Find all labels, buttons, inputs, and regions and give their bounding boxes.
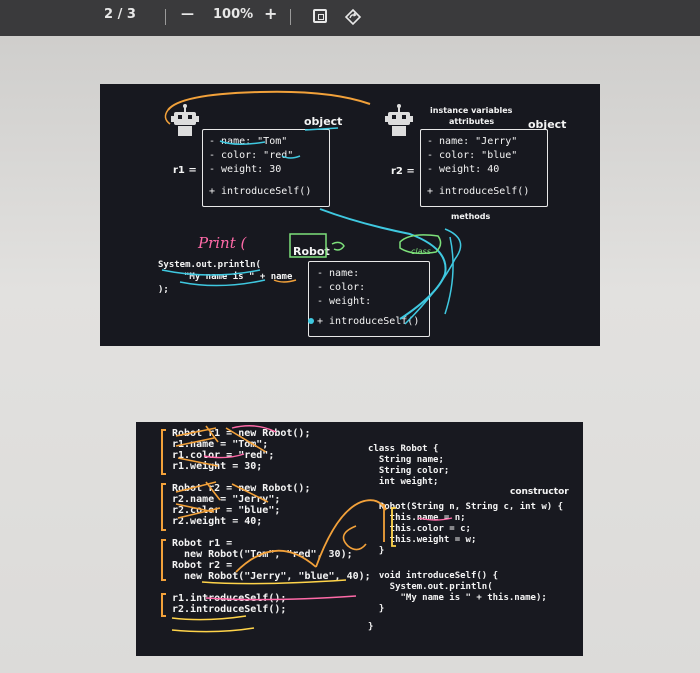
r2-label: r2 =	[391, 166, 415, 177]
code-line: int weight;	[368, 477, 439, 487]
code-line: "My name is " + this.name);	[368, 593, 547, 603]
robot-icon	[171, 104, 199, 136]
constructor-label: constructor	[510, 487, 569, 497]
r2-field-weight: - weight: 40	[427, 164, 500, 175]
fit-page-icon[interactable]	[313, 9, 327, 23]
code-line: void introduceSelf() {	[368, 571, 499, 581]
slide-code-comparison: Robot r1 = new Robot(); r1.name = "Tom";…	[136, 422, 583, 656]
r1-field-name: - name: "Tom"	[209, 136, 288, 147]
robot-class-box: - name: - color: - weight: + introduceSe…	[308, 261, 430, 337]
code-line: r2.weight = 40;	[172, 516, 263, 527]
r2-field-color: - color: "blue"	[427, 150, 518, 161]
instance-variables-label: instance variables	[430, 106, 513, 115]
zoom-out-button[interactable]: —	[181, 7, 194, 22]
r2-field-name: - name: "Jerry"	[427, 136, 518, 147]
code-line: r2.name = "Jerry";	[172, 494, 281, 505]
slide-object-diagram: object r1 = - name: "Tom" - color: "red"…	[100, 84, 600, 346]
r1-object-box: - name: "Tom" - color: "red" - weight: 3…	[202, 129, 330, 207]
code-line: String color;	[368, 466, 450, 476]
code-line: r1.name = "Tom";	[172, 439, 269, 450]
class-field-color: - color:	[317, 282, 366, 293]
println-close: );	[158, 285, 169, 295]
page-indicator[interactable]: 2 / 3	[104, 7, 136, 22]
code-line: }	[368, 604, 385, 614]
rotate-icon[interactable]	[344, 8, 362, 26]
r2-object-box: - name: "Jerry" - color: "blue" - weight…	[420, 129, 548, 207]
methods-label: methods	[451, 212, 491, 221]
r1-label: r1 =	[173, 165, 197, 176]
robot-icon	[385, 104, 413, 136]
class-method: + introduceSelf()	[317, 316, 420, 327]
code-line: r1.introduceSelf();	[172, 593, 287, 604]
code-line: Robot(String n, String c, int w) {	[368, 502, 564, 512]
println-call: System.out.println(	[158, 260, 261, 270]
code-line: r1.color = "red";	[172, 450, 275, 461]
code-line: r2.color = "blue";	[172, 505, 281, 516]
code-line: new Robot("Jerry", "blue", 40);	[172, 571, 371, 582]
code-line: }	[368, 622, 374, 632]
class-name-label: Robot	[293, 245, 330, 258]
code-line: String name;	[368, 455, 444, 465]
toolbar-divider	[165, 9, 166, 25]
code-line: r2.introduceSelf();	[172, 604, 287, 615]
object-label: object	[304, 115, 343, 128]
zoom-in-button[interactable]: +	[264, 4, 278, 23]
code-line: Robot r1 =	[172, 538, 233, 549]
object-label: object	[528, 118, 567, 131]
code-line: System.out.println(	[368, 582, 493, 592]
code-line: }	[368, 546, 385, 556]
r2-method: + introduceSelf()	[427, 186, 530, 197]
code-line: this.color = c;	[368, 524, 471, 534]
class-field-name: - name:	[317, 268, 360, 279]
toolbar-divider	[290, 9, 291, 25]
handwritten-print-note: Print (	[198, 234, 247, 252]
attributes-label: attributes	[449, 117, 495, 126]
code-line: class Robot {	[368, 444, 439, 454]
code-line: Robot r1 = new Robot();	[172, 428, 311, 439]
class-tag-label: class	[411, 247, 431, 256]
pdf-toolbar: 2 / 3 — 100% +	[0, 0, 700, 36]
zoom-level[interactable]: 100%	[213, 7, 254, 22]
r1-method: + introduceSelf()	[209, 186, 312, 197]
code-line: r1.weight = 30;	[172, 461, 263, 472]
code-line: this.weight = w;	[368, 535, 477, 545]
r1-field-color: - color: "red"	[209, 150, 294, 161]
code-line: new Robot("Tom", "red", 30);	[172, 549, 353, 560]
code-line: this.name = n;	[368, 513, 466, 523]
code-line: Robot r2 =	[172, 560, 233, 571]
r1-field-weight: - weight: 30	[209, 164, 282, 175]
code-line: Robot r2 = new Robot();	[172, 483, 311, 494]
class-field-weight: - weight:	[317, 296, 372, 307]
println-argument: "My name is " + name	[184, 272, 293, 282]
